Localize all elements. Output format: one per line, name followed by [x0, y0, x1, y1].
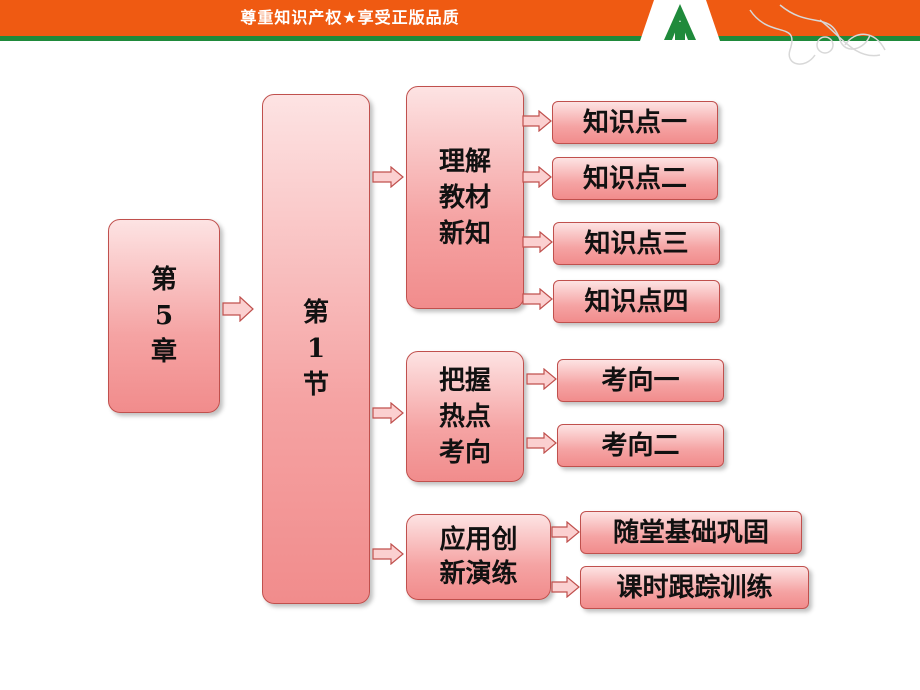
- arrow-icon: [551, 576, 580, 598]
- header-slogan: 尊重知识产权★享受正版品质: [240, 8, 460, 27]
- leaf-box: 随堂基础巩固: [580, 511, 802, 554]
- leaf-box: 课时跟踪训练: [580, 566, 809, 609]
- leaf-box: 知识点四: [553, 280, 720, 323]
- header-green-line: [0, 36, 920, 41]
- group-box-3: 应用创 新演练: [406, 514, 551, 600]
- leaf-box: 知识点三: [553, 222, 720, 265]
- leaf-box: 考向一: [557, 359, 724, 402]
- arrow-icon: [522, 231, 553, 253]
- leaf-label: 考向二: [601, 430, 680, 461]
- arrow-icon: [372, 402, 404, 424]
- leaf-box: 知识点二: [552, 157, 718, 200]
- leaf-label: 知识点三: [584, 228, 689, 259]
- logo-icon: [640, 0, 886, 65]
- group-label-3: 应用创 新演练: [439, 525, 518, 589]
- leaf-label: 知识点四: [584, 286, 689, 317]
- group-label-1: 理解 教材 新知: [438, 146, 491, 249]
- chapter-box: 第 5 章: [108, 219, 220, 413]
- arrow-icon: [522, 110, 552, 132]
- arrow-icon: [372, 543, 404, 565]
- group-box-1: 理解 教材 新知: [406, 86, 524, 309]
- arrow-icon: [522, 288, 553, 310]
- arrow-icon: [372, 166, 404, 188]
- leaf-label: 课时跟踪训练: [616, 572, 773, 603]
- header-bar: [0, 0, 920, 36]
- arrow-icon: [222, 296, 254, 322]
- arrow-icon: [522, 166, 552, 188]
- leaf-label: 考向一: [601, 365, 680, 396]
- arrow-icon: [526, 432, 557, 454]
- leaf-box: 考向二: [557, 424, 724, 467]
- arrow-icon: [551, 521, 580, 543]
- leaf-box: 知识点一: [552, 101, 718, 144]
- group-box-2: 把握 热点 考向: [406, 351, 524, 482]
- chapter-label: 第 5 章: [150, 265, 177, 367]
- section-label: 第 1 节: [302, 298, 329, 400]
- arrow-icon: [526, 368, 557, 390]
- group-label-2: 把握 热点 考向: [438, 365, 491, 468]
- leaf-label: 随堂基础巩固: [612, 517, 769, 548]
- leaf-label: 知识点二: [582, 163, 687, 194]
- leaf-label: 知识点一: [582, 107, 687, 138]
- section-box: 第 1 节: [262, 94, 370, 604]
